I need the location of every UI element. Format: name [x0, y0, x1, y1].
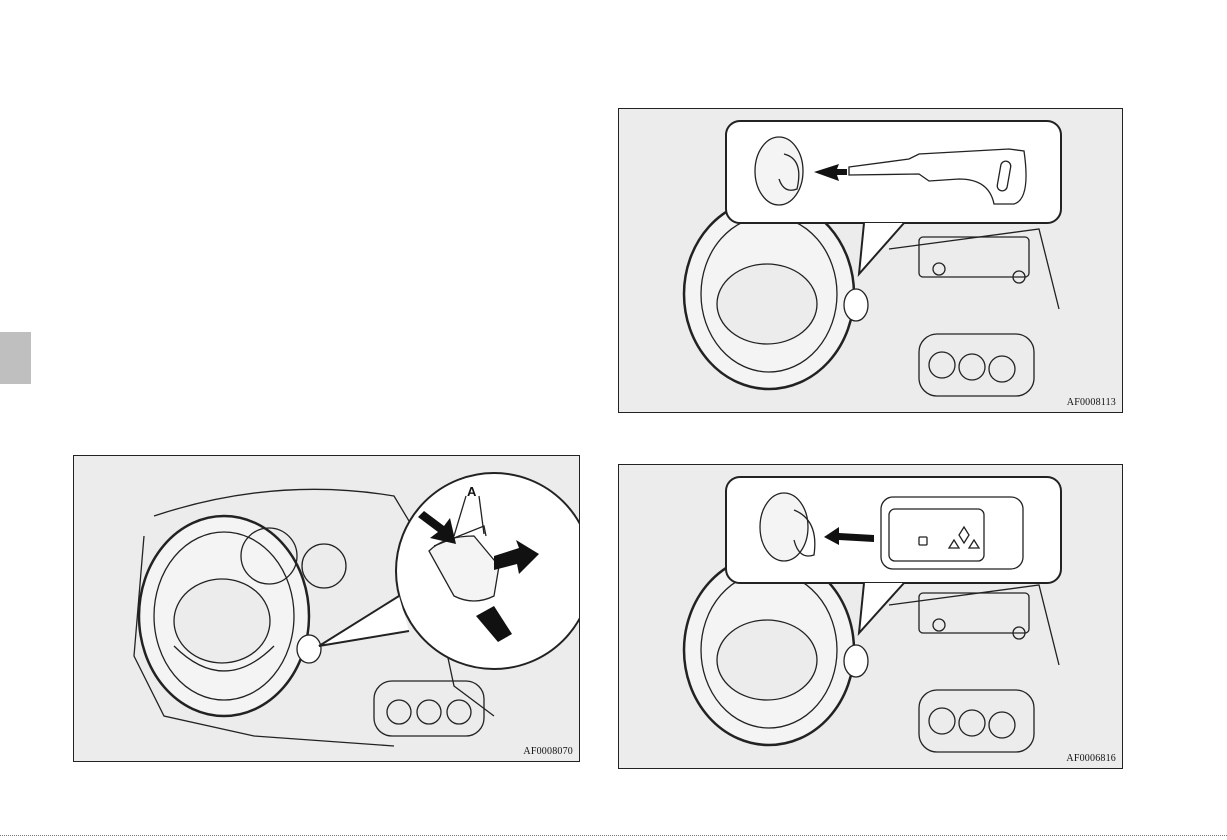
- page-bottom-rule: [0, 835, 1227, 836]
- fob-insert-illustration: [619, 465, 1123, 769]
- figure-code: AF0008113: [1067, 397, 1116, 408]
- figure-insert-key: AF0008113: [618, 108, 1123, 413]
- figure-code: AF0008070: [523, 746, 573, 757]
- dashboard-illustration: [74, 456, 580, 762]
- figure-code: AF0006816: [1066, 753, 1116, 764]
- callout-label-a: A: [467, 484, 476, 499]
- section-tab: [0, 332, 31, 384]
- figure-insert-keyless-fob: AF0006816: [618, 464, 1123, 769]
- figure-key-cylinder-release: A AF0008070: [73, 455, 580, 762]
- key-insert-illustration: [619, 109, 1123, 413]
